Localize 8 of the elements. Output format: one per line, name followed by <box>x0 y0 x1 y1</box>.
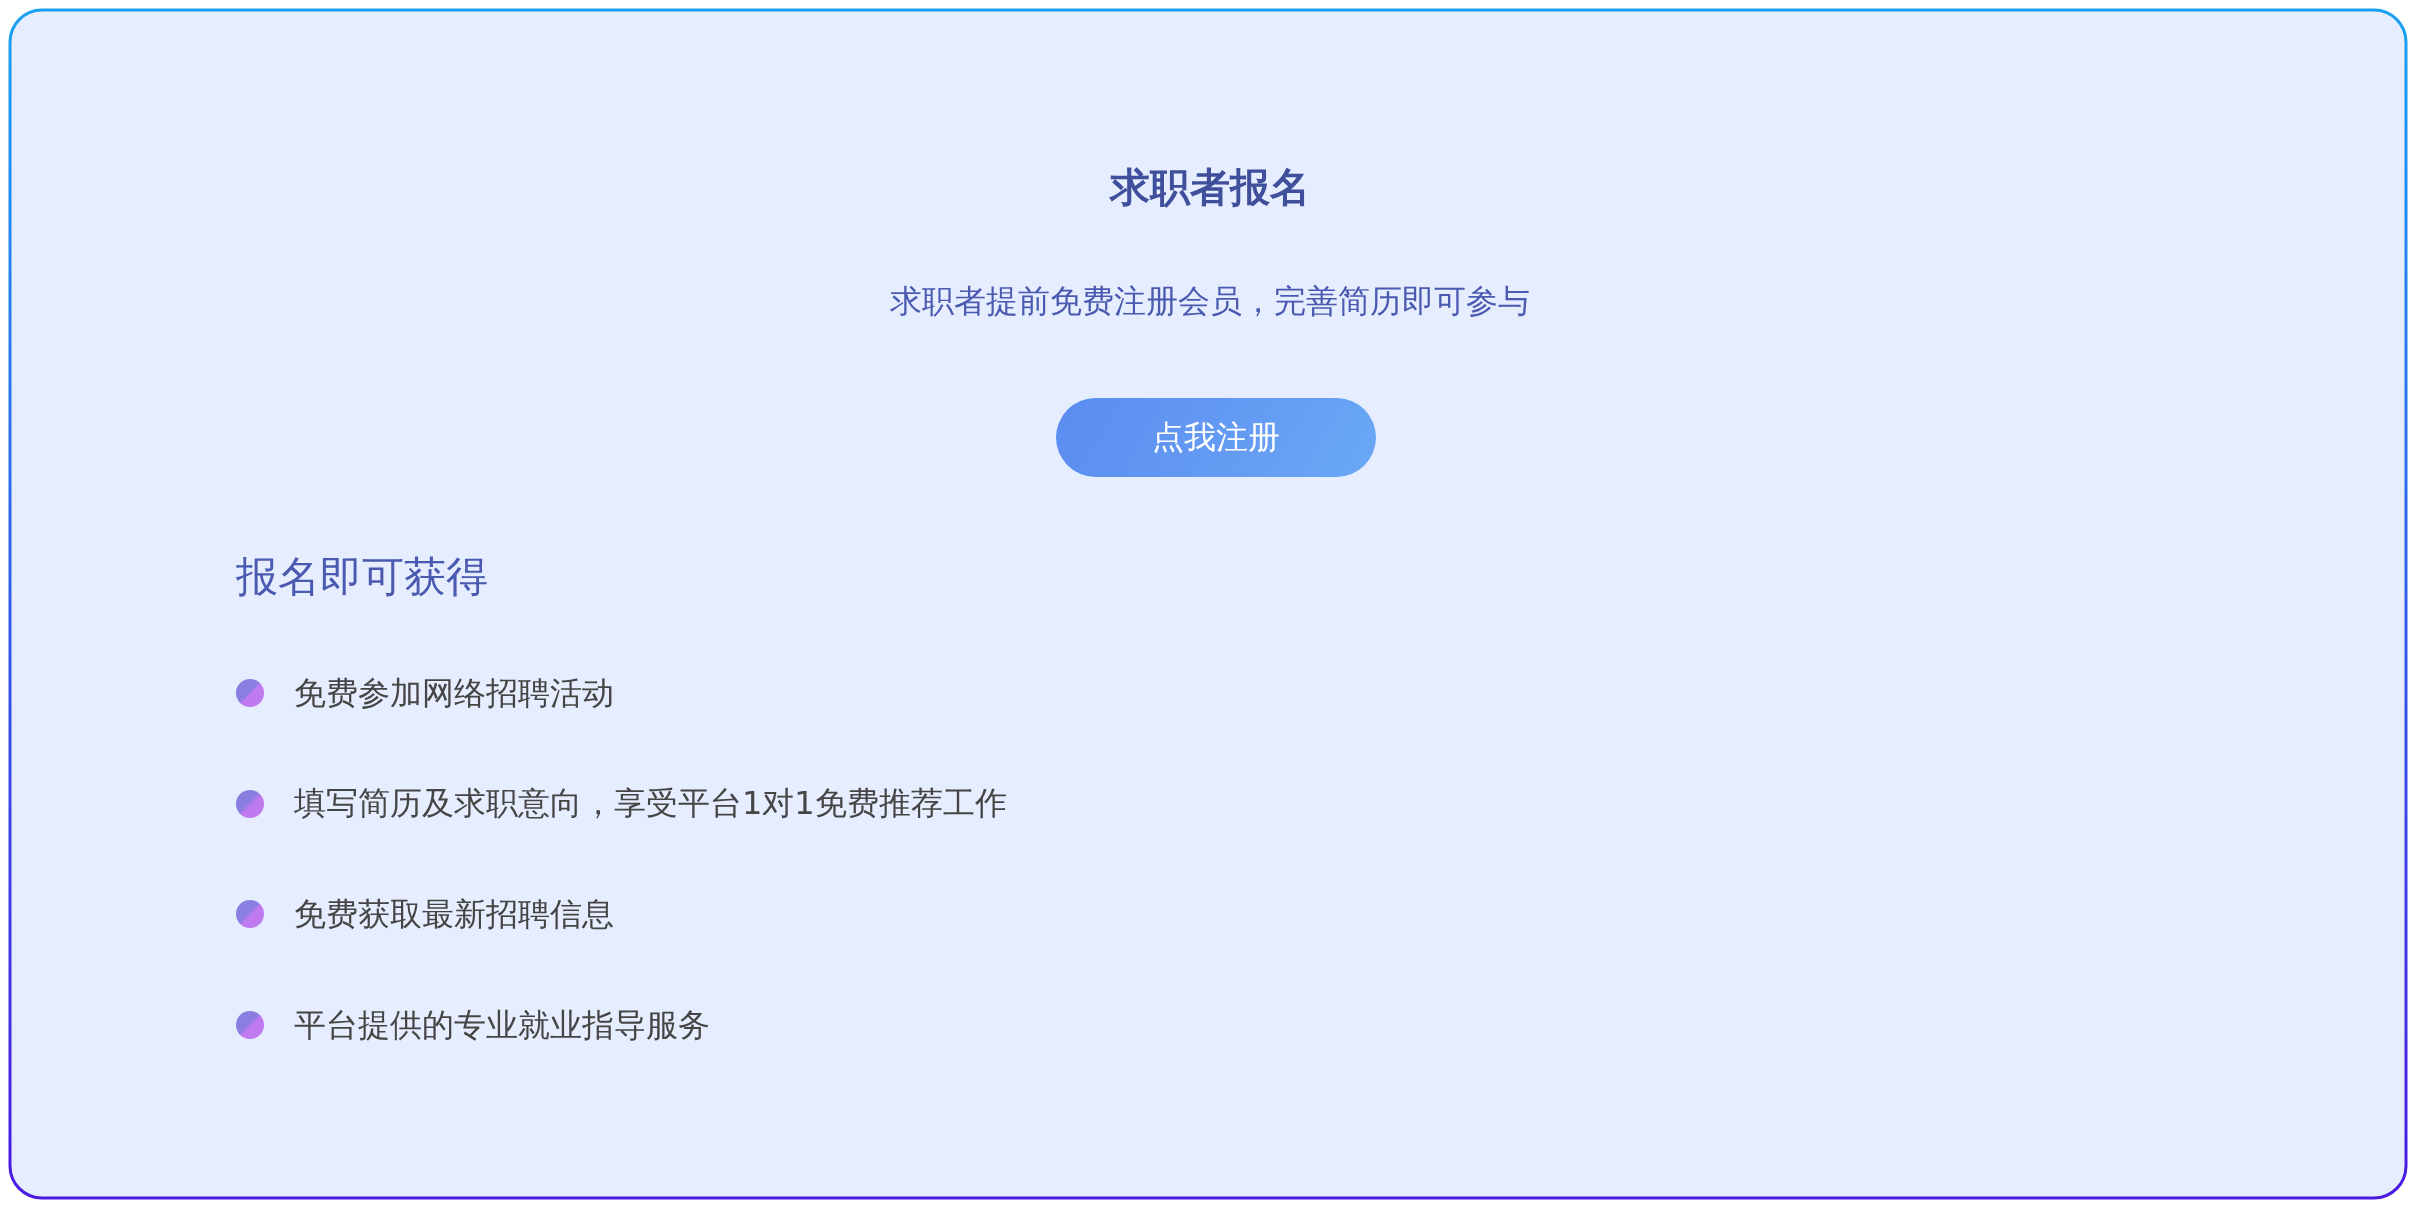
list-item: 平台提供的专业就业指导服务 <box>294 1004 710 1046</box>
register-button: 点我注册 <box>1056 398 1376 477</box>
list-item: 免费获取最新招聘信息 <box>294 894 614 935</box>
subtitle: 求职者提前免费注册会员，完善简历即可参与 <box>889 280 1531 322</box>
list-item: 免费参加网络招聘活动 <box>294 672 614 714</box>
section-heading: 报名即可获得 <box>236 550 488 603</box>
title: 求职者报名 <box>1108 163 1311 212</box>
list-item: 填写简历及求职意向，享受平台1对1免费推荐工作 <box>294 783 1007 825</box>
